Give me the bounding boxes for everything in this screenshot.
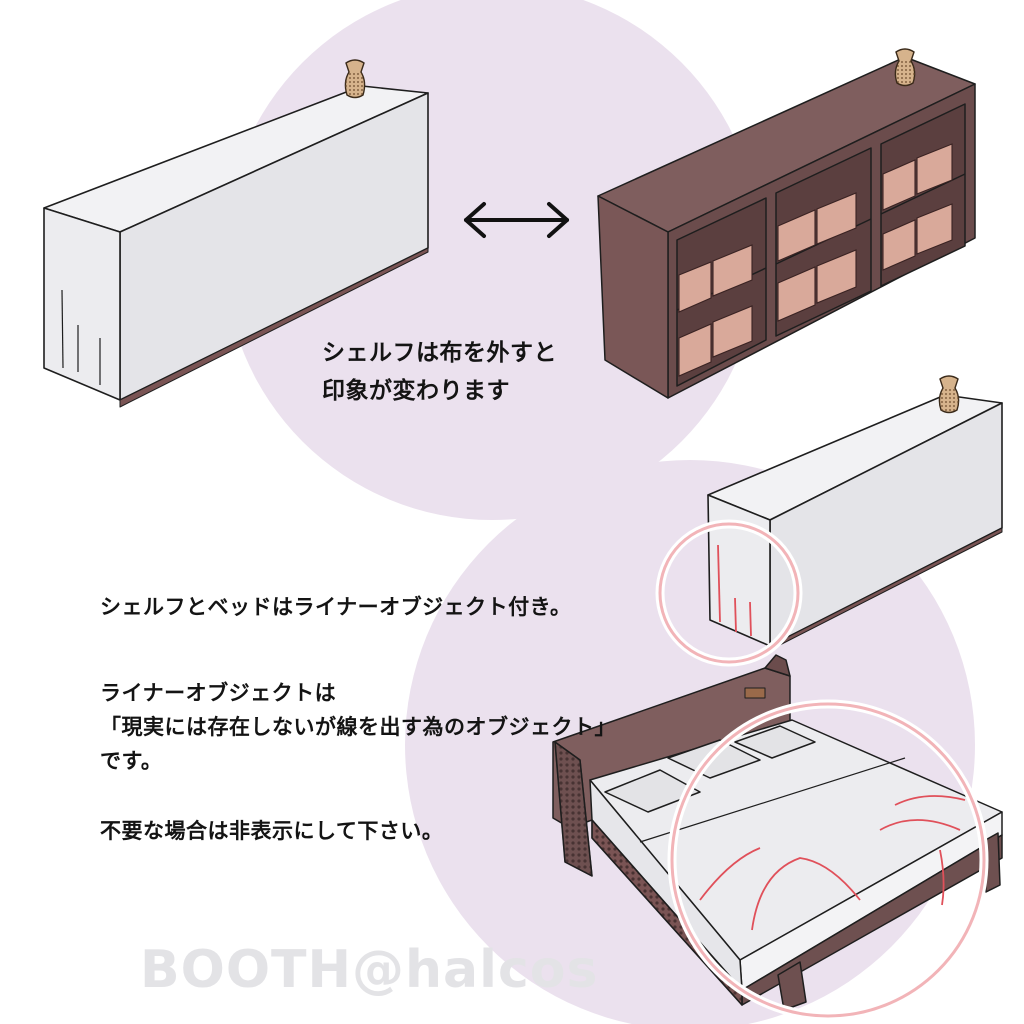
highlight-ring-shelf-inner [658, 522, 800, 664]
liner-intro-text: シェルフとベッドはライナーオブジェクト付き。 [100, 595, 572, 619]
liner-lines-bed [699, 795, 966, 931]
shelf-caption-line2: 印象が変わります [322, 378, 510, 404]
liner-lines-shelf [717, 544, 752, 637]
liner-definition: ライナーオブジェクトは 「現実には存在しないが線を出す為のオブジェクト」 です。 [100, 676, 616, 778]
wooden-knob-icon [344, 59, 366, 99]
liner-definition-line1: ライナーオブジェクトは [100, 681, 337, 705]
wooden-knob-icon [894, 48, 916, 87]
storage-crates [678, 143, 953, 377]
shelf-caption: シェルフは布を外すと 印象が変わります [322, 334, 557, 410]
liner-definition-line2: 「現実には存在しないが線を出す為のオブジェクト」 [100, 715, 616, 739]
highlight-ring-bed-inner [670, 702, 986, 1018]
wooden-knob-icon [938, 375, 960, 414]
booth-watermark: BOOTH@halcos [140, 940, 599, 1000]
shelf-caption-line1: シェルフは布を外すと [322, 340, 557, 366]
liner-definition-line3: です。 [100, 749, 163, 773]
hide-note-text: 不要な場合は非表示にして下さい。 [100, 819, 444, 843]
double-arrow-icon [464, 202, 569, 238]
covered-shelf-left [43, 85, 429, 408]
